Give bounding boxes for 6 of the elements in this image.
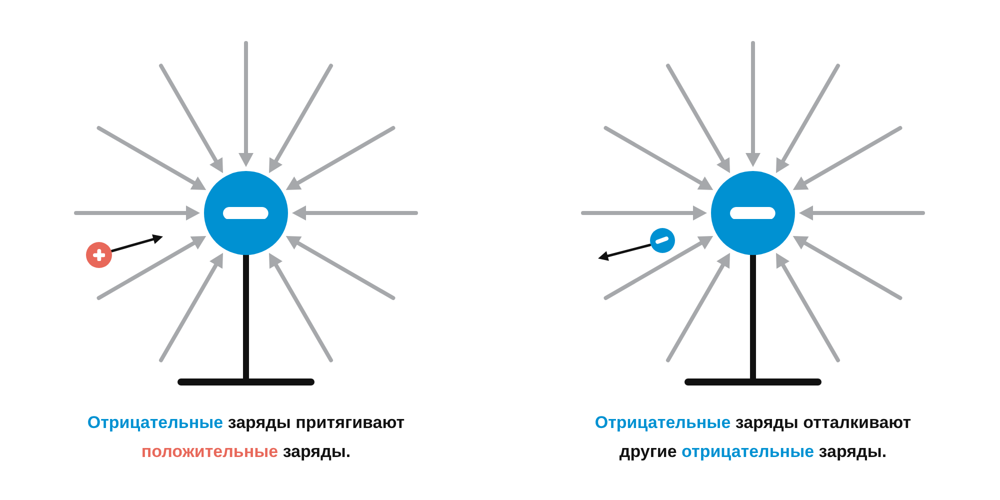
caption: Отрицательные заряды притягивают положительные заряды.: [86, 412, 406, 463]
charge-circle: [711, 171, 795, 255]
charge-circle: [650, 228, 674, 252]
charge-circle: [204, 171, 288, 255]
charge-circle: [86, 242, 112, 268]
caption: Отрицательные заряды отталкивают другие отрицательные заряды.: [594, 412, 912, 463]
